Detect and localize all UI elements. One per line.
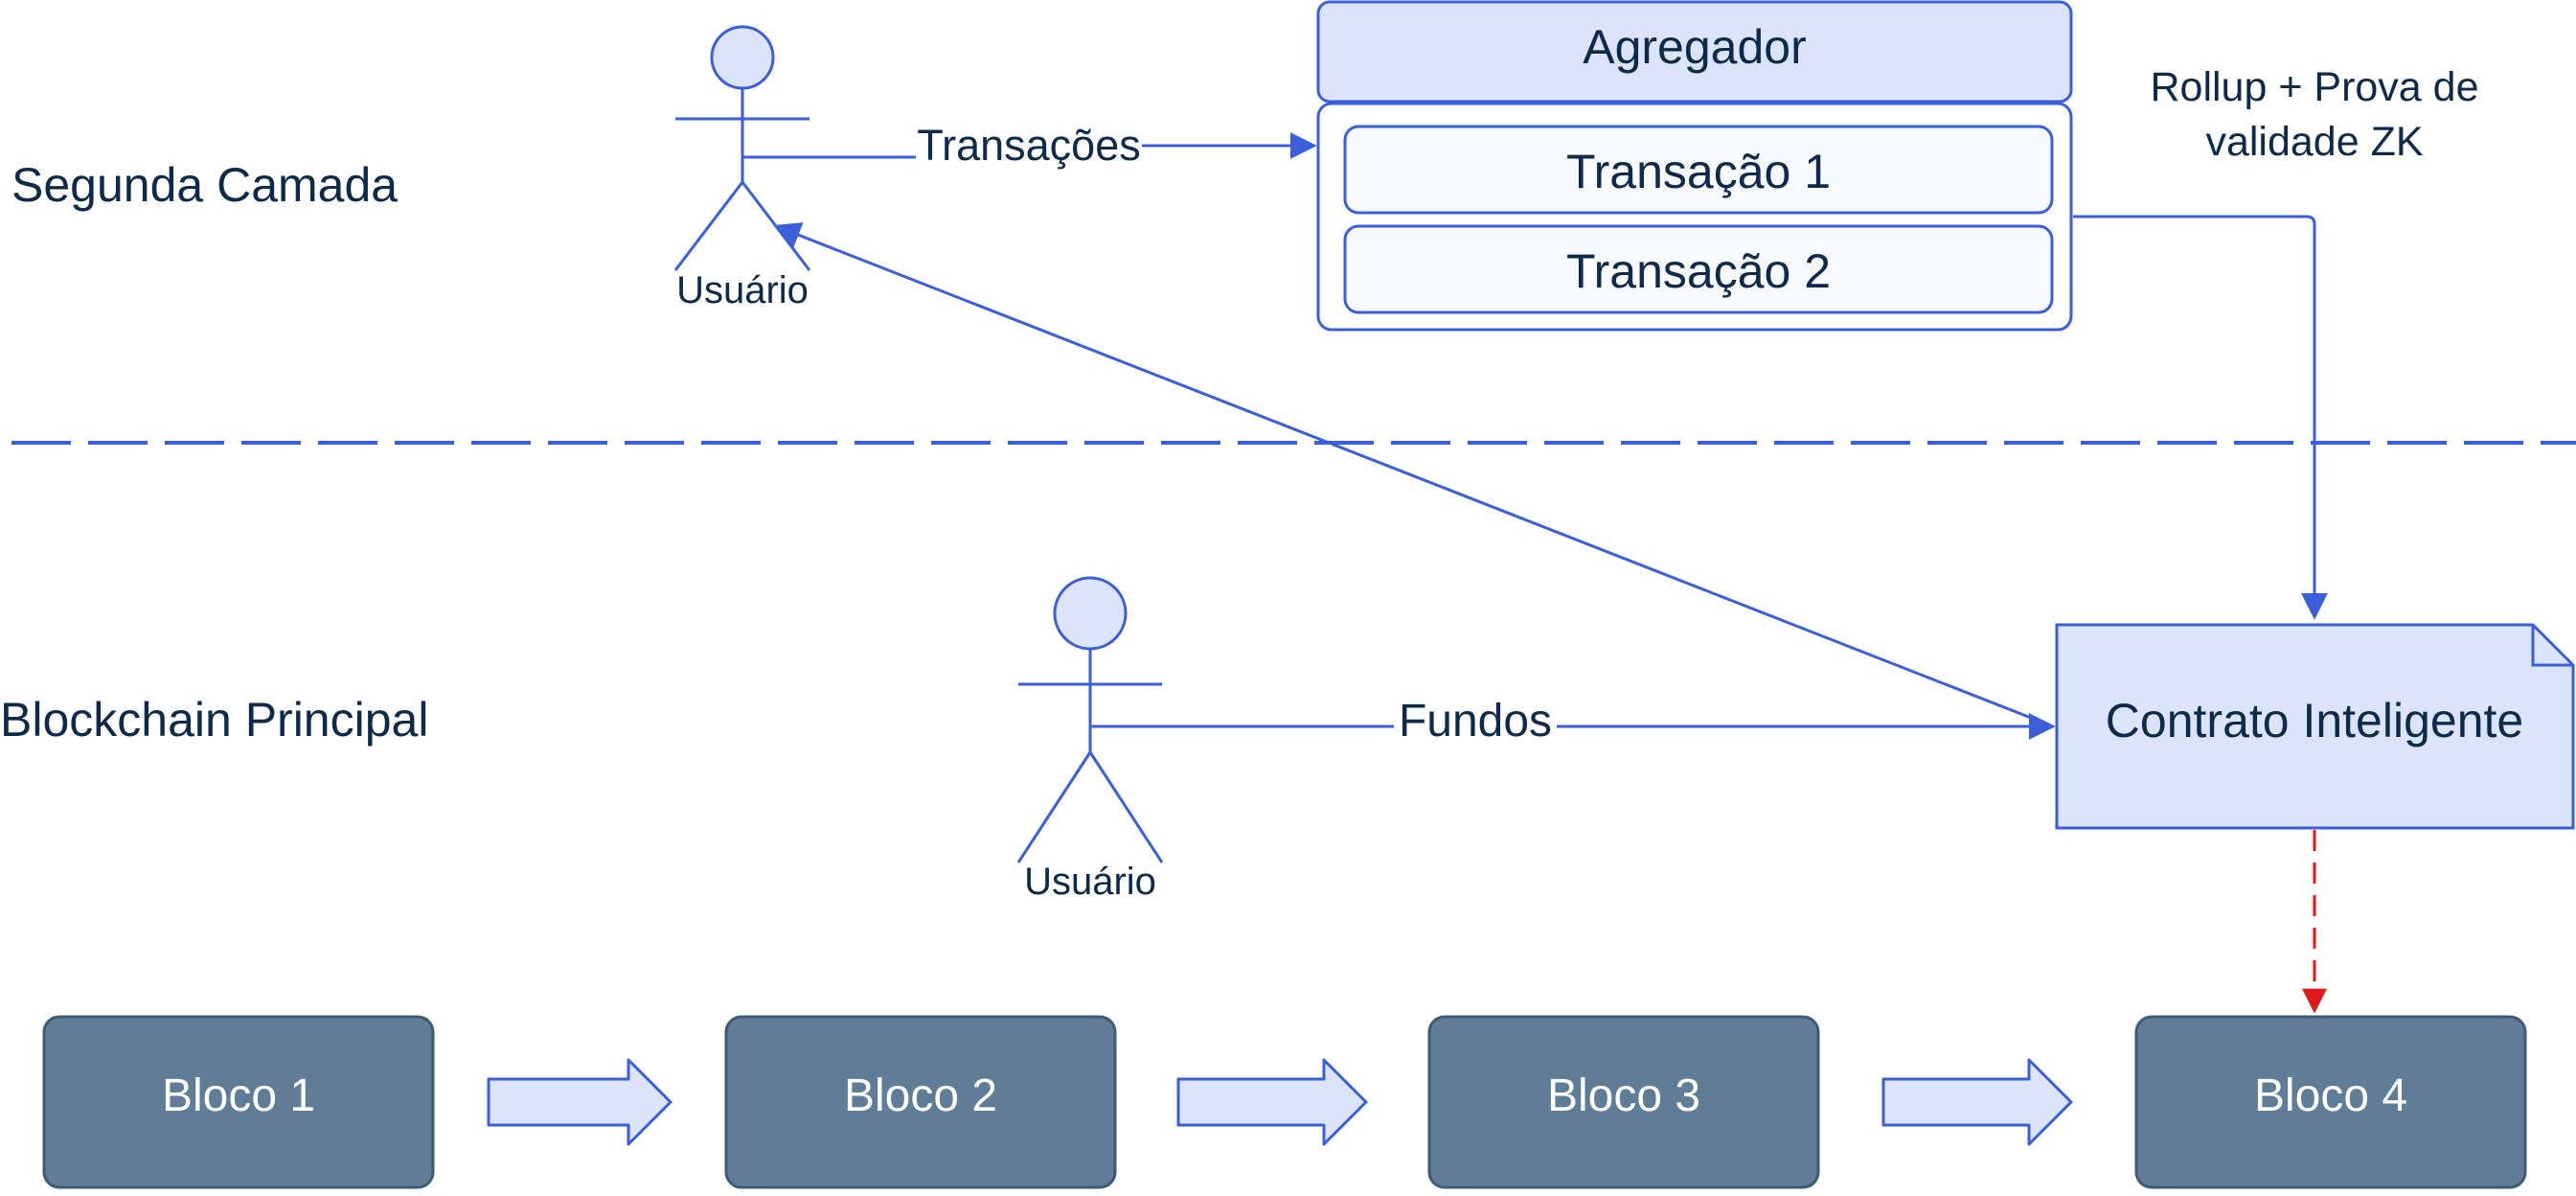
edge-rollup bbox=[2073, 215, 2328, 620]
edge-contract-to-user bbox=[773, 222, 2054, 728]
actor-bottom-user bbox=[1016, 576, 1164, 863]
block-3-label: Bloco 3 bbox=[1547, 1070, 1700, 1121]
block-1-label: Bloco 1 bbox=[162, 1070, 315, 1121]
edge-label-transactions: Transações bbox=[917, 121, 1140, 170]
actor-bottom-user-label: Usuário bbox=[1024, 861, 1156, 903]
block-4: Bloco 4 bbox=[2134, 1015, 2527, 1189]
transaction-box-2 bbox=[1343, 224, 2054, 314]
block-1: Bloco 1 bbox=[42, 1015, 435, 1189]
smart-contract-fold bbox=[2531, 625, 2573, 667]
actor-top-user-label: Usuário bbox=[676, 269, 809, 311]
aggregator-title: Agregador bbox=[1583, 20, 1807, 74]
layer-label-second: Segunda Camada bbox=[11, 158, 398, 212]
block-4-label: Bloco 4 bbox=[2254, 1070, 2407, 1121]
block-2-label: Bloco 2 bbox=[844, 1070, 997, 1121]
edge-label-funds: Fundos bbox=[1399, 696, 1552, 747]
actor-head bbox=[710, 25, 775, 90]
actor-head bbox=[1053, 576, 1128, 651]
transaction-box-1 bbox=[1343, 125, 2054, 215]
smart-contract-label: Contrato Inteligente bbox=[2106, 694, 2523, 748]
edge-label-rollup-line2: validade ZK bbox=[2205, 119, 2423, 165]
block-2: Bloco 2 bbox=[724, 1015, 1117, 1189]
edge-label-rollup-line1: Rollup + Prova de bbox=[2150, 64, 2478, 110]
transaction-label-1: Transação 1 bbox=[1566, 145, 1831, 198]
aggregator-header bbox=[1316, 0, 2073, 104]
block-arrow-1 bbox=[487, 1058, 672, 1146]
actor-top-user bbox=[673, 25, 811, 271]
block-3: Bloco 3 bbox=[1427, 1015, 1820, 1189]
block-arrow-2 bbox=[1176, 1058, 1368, 1146]
block-arrow-3 bbox=[1881, 1058, 2073, 1146]
transaction-label-2: Transação 2 bbox=[1566, 244, 1831, 298]
layer-label-main: Blockchain Principal bbox=[0, 693, 428, 747]
smart-contract-box bbox=[2055, 623, 2575, 830]
